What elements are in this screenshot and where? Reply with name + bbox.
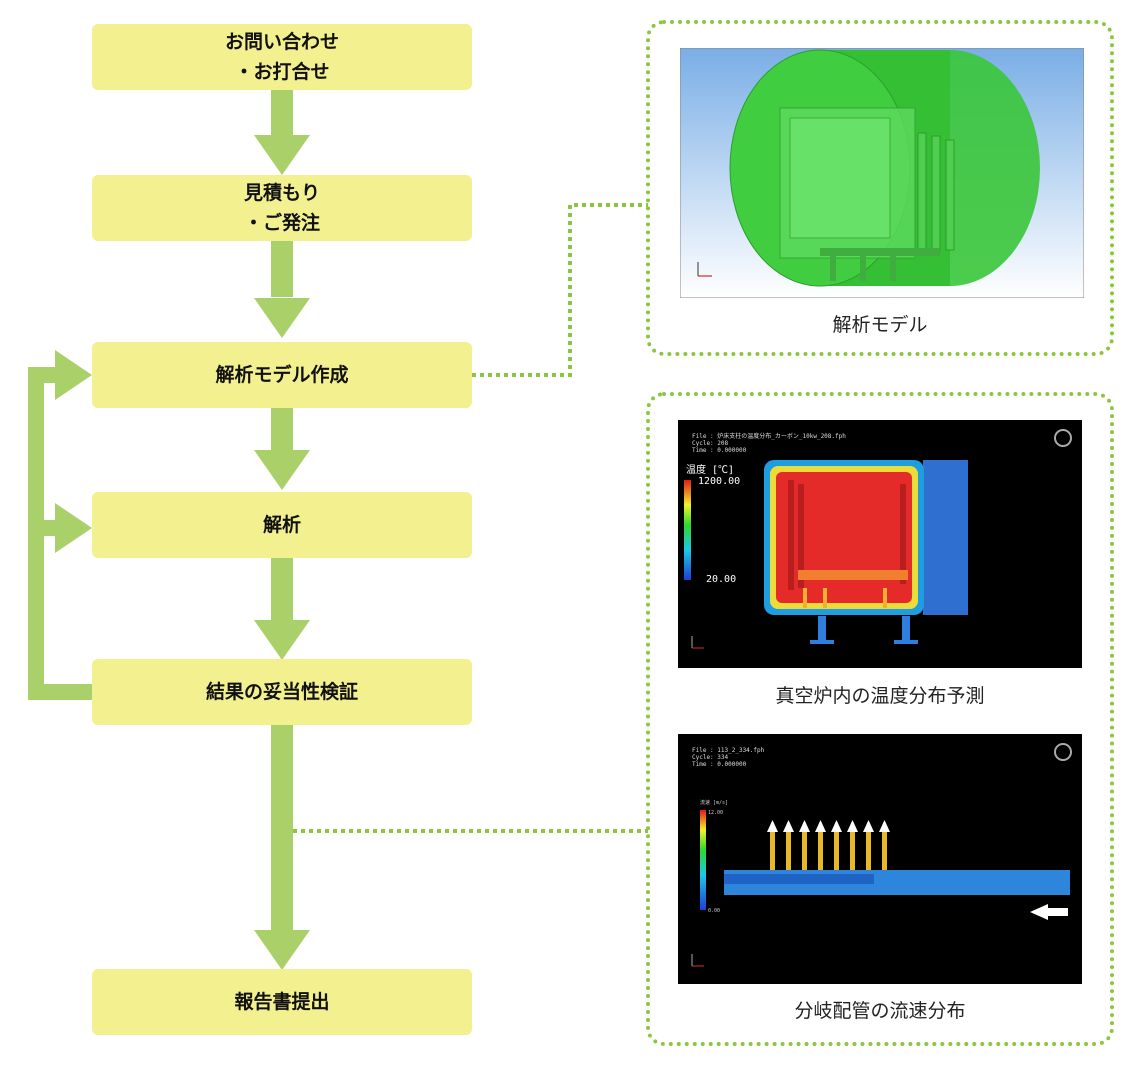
connector-model <box>472 203 648 377</box>
flow-cycle-label: Cycle: 334 <box>692 754 729 761</box>
step-estimate-line2: ・ご発注 <box>243 212 320 234</box>
software-logo-icon-2 <box>1054 743 1072 761</box>
software-logo-icon <box>1054 429 1072 447</box>
flow-shaft-4 <box>271 558 293 620</box>
feedback-arrow-model <box>55 350 92 400</box>
step-estimate: 見積もり ・ご発注 <box>92 175 472 241</box>
step-inquiry: お問い合わせ ・お打合せ <box>92 24 472 90</box>
flow-shaft-5 <box>271 725 293 931</box>
step-validation: 結果の妥当性検証 <box>92 659 472 725</box>
temperature-render: File : 炉床支柱の温度分布_カーボン_10kw_208.fph Cycle… <box>678 420 1082 668</box>
step-inquiry-line1: お問い合わせ <box>224 31 339 53</box>
step-model-creation: 解析モデル作成 <box>92 342 472 408</box>
temp-legend-max: 1200.00 <box>698 476 740 487</box>
flow-arrow-5 <box>254 930 310 970</box>
branch-pipes <box>770 832 887 870</box>
flow-legend-title: 流速 [m/s] <box>700 799 728 806</box>
flow-shaft-2 <box>271 241 293 297</box>
feedback-arrow-analysis <box>55 503 92 553</box>
temp-cycle-label: Cycle: 208 <box>692 440 729 447</box>
flow-arrow-1 <box>254 135 310 175</box>
temp-file-label: File : 炉床支柱の温度分布_カーボン_10kw_208.fph <box>692 432 846 440</box>
step-estimate-line1: 見積もり <box>243 182 320 204</box>
flow-render: File : 113_2_334.fph Cycle: 334 Time : 0… <box>678 734 1082 984</box>
step-report: 報告書提出 <box>92 969 472 1035</box>
temperature-caption: 真空炉内の温度分布予測 <box>775 685 985 707</box>
flow-shaft-3 <box>271 407 293 453</box>
temp-legend-title: 温度 [℃] <box>686 463 734 476</box>
flow-caption: 分岐配管の流速分布 <box>794 1000 966 1022</box>
panel-model: 解析モデル <box>646 20 1114 356</box>
flow-file-label: File : 113_2_334.fph <box>692 747 765 754</box>
flow-legend-bar <box>700 810 706 910</box>
step-analysis-label: 解析 <box>262 514 301 536</box>
panel-results: File : 炉床支柱の温度分布_カーボン_10kw_208.fph Cycle… <box>646 392 1114 1046</box>
outflow-arrows <box>767 820 890 832</box>
temp-legend-bar <box>684 480 691 580</box>
step-model-creation-label: 解析モデル作成 <box>215 364 349 386</box>
temp-time-label: Time : 0.000000 <box>692 447 747 454</box>
step-report-label: 報告書提出 <box>234 991 330 1013</box>
flow-time-label: Time : 0.000000 <box>692 761 747 768</box>
model-caption: 解析モデル <box>832 314 928 336</box>
flow-arrow-4 <box>254 620 310 660</box>
flow-legend-min: 0.00 <box>708 908 720 914</box>
flow-arrow-3 <box>254 450 310 490</box>
flow-arrow-2 <box>254 298 310 338</box>
step-inquiry-line2: ・お打合せ <box>234 61 330 83</box>
flow-shaft-1 <box>271 90 293 146</box>
step-analysis: 解析 <box>92 492 472 558</box>
temp-legend-min: 20.00 <box>706 574 736 585</box>
model-render <box>680 48 1084 298</box>
step-validation-label: 結果の妥当性検証 <box>205 681 358 703</box>
inflow-arrow <box>1030 904 1068 920</box>
flow-legend-max: 12.00 <box>708 810 723 816</box>
